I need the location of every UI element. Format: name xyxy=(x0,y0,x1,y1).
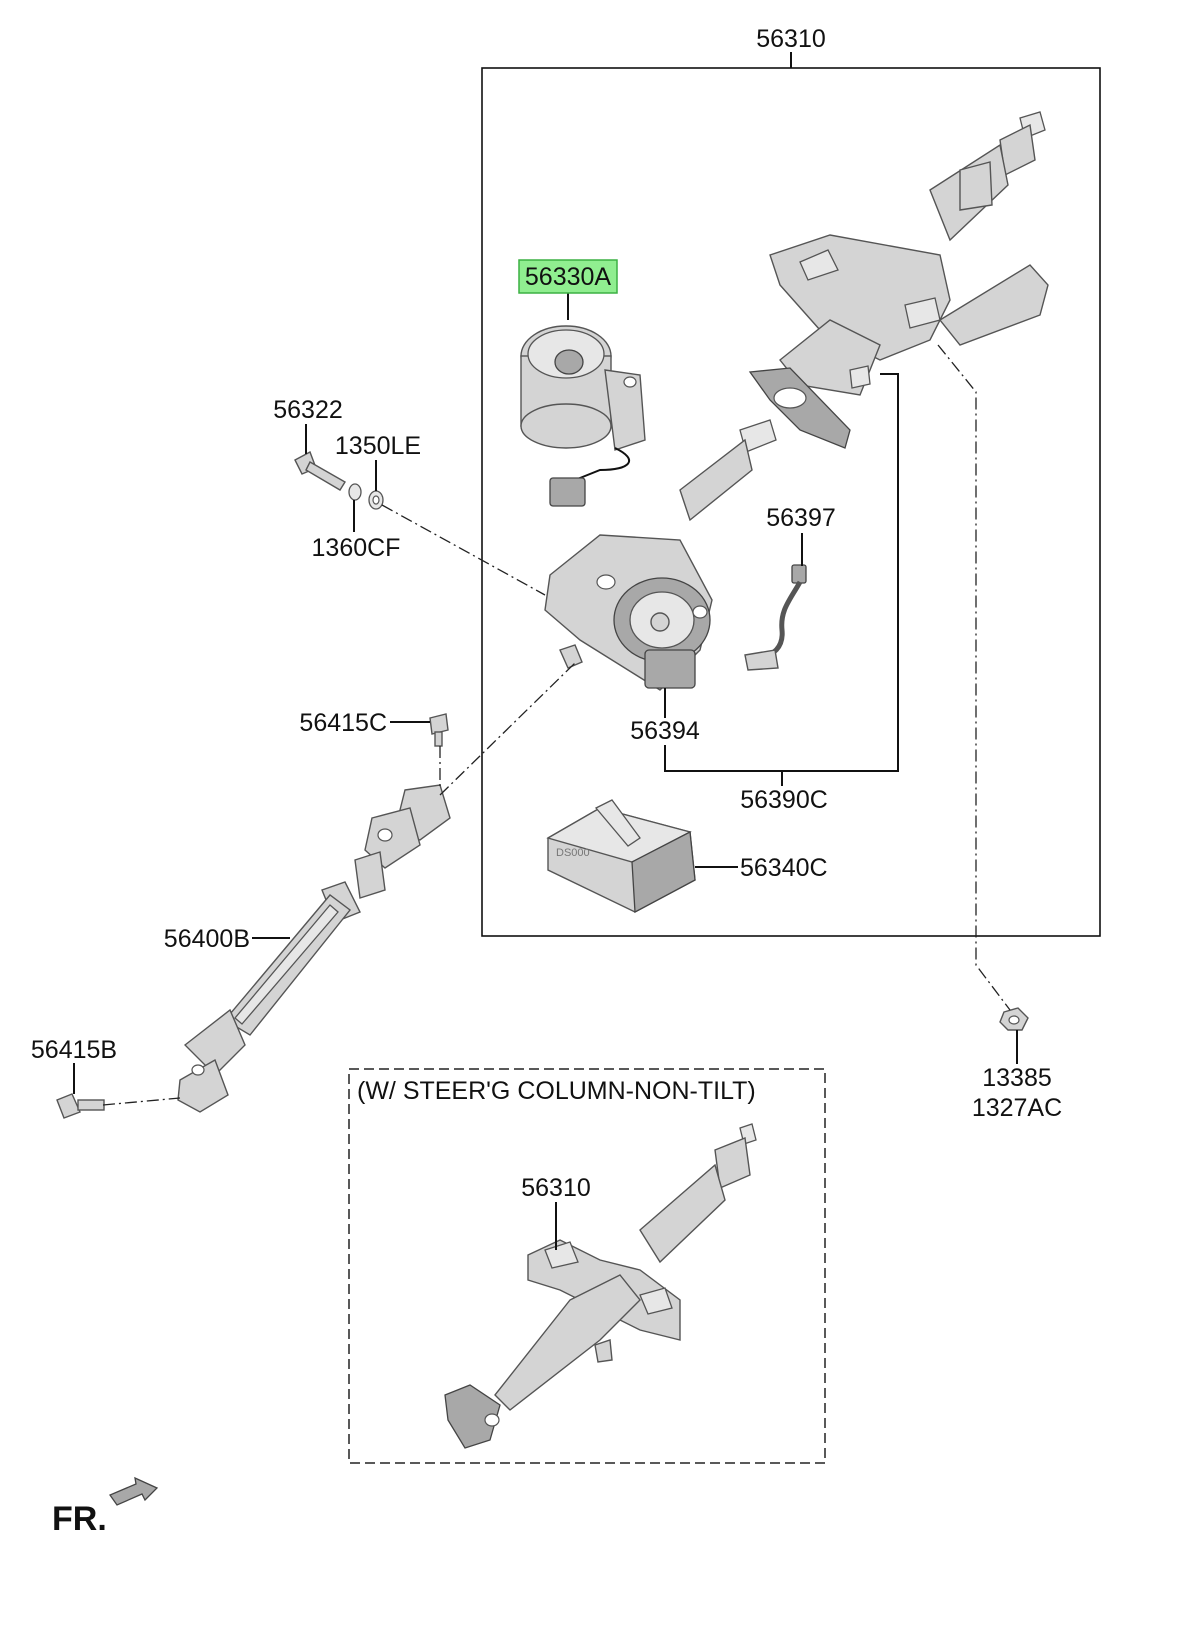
label-56394[interactable]: 56394 xyxy=(630,717,700,745)
label-56397[interactable]: 56397 xyxy=(766,504,836,532)
wire-harness-56397-part[interactable] xyxy=(744,564,807,671)
label-56322[interactable]: 56322 xyxy=(273,396,343,424)
label-1360cf[interactable]: 1360CF xyxy=(312,534,401,562)
ecu-56340c-part[interactable]: DS000 xyxy=(546,799,696,914)
highlight-56330a xyxy=(518,259,618,294)
nut-13385-part[interactable] xyxy=(999,1007,1029,1031)
label-56390c[interactable]: 56390C xyxy=(740,786,828,814)
label-56415c[interactable]: 56415C xyxy=(299,709,387,737)
bolt-56415c-part[interactable] xyxy=(429,713,449,747)
washer-1360cf-part[interactable] xyxy=(348,483,362,501)
label-56310-bottom[interactable]: 56310 xyxy=(521,1174,591,1202)
non-tilt-title: (W/ STEER'G COLUMN-NON-TILT) xyxy=(357,1077,756,1105)
steering-column-part[interactable] xyxy=(748,111,1049,449)
label-13385[interactable]: 13385 xyxy=(982,1064,1052,1092)
intermediate-shaft-56400b-part[interactable] xyxy=(177,784,451,1113)
motor-56330a-part[interactable] xyxy=(520,325,646,507)
label-56415b[interactable]: 56415B xyxy=(31,1036,117,1064)
front-direction-label: FR. xyxy=(52,1500,107,1538)
svg-text:DS000: DS000 xyxy=(556,847,590,859)
label-1350le[interactable]: 1350LE xyxy=(335,432,421,460)
label-56400b[interactable]: 56400B xyxy=(164,925,250,953)
label-56310-top[interactable]: 56310 xyxy=(756,25,826,53)
bolt-56322-part[interactable] xyxy=(294,451,346,491)
front-arrow-icon xyxy=(109,1476,159,1506)
gearbox-56394-part[interactable] xyxy=(544,419,777,691)
label-1327ac[interactable]: 1327AC xyxy=(972,1094,1062,1122)
non-tilt-column-part[interactable] xyxy=(444,1123,757,1449)
bolt-56415b-part[interactable] xyxy=(56,1093,105,1119)
label-56330a[interactable]: 56330A xyxy=(525,263,612,291)
label-56340c[interactable]: 56340C xyxy=(740,854,828,882)
